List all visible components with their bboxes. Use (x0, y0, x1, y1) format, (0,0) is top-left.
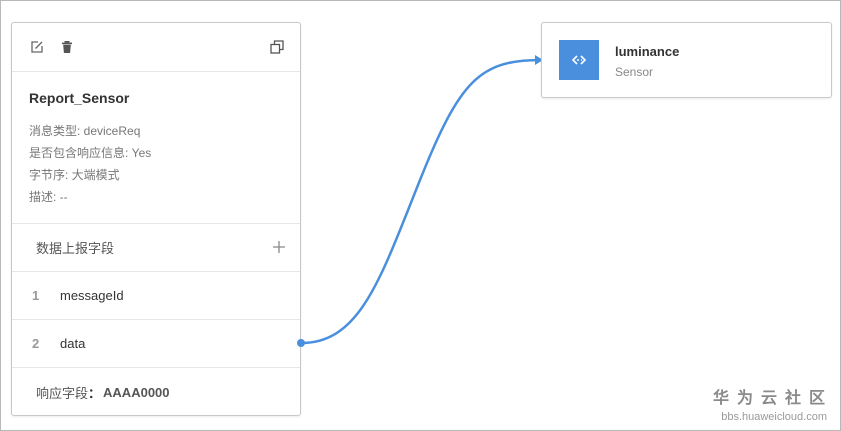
message-info: Report_Sensor 消息类型: deviceReq 是否包含响应信息: … (12, 72, 300, 224)
has-response-line: 是否包含响应信息: Yes (29, 146, 152, 160)
add-field-button[interactable] (272, 240, 286, 254)
byte-order-line: 字节序: 大端模式 (29, 168, 120, 182)
watermark: 华为云社区 bbs.huaweicloud.com (713, 384, 827, 423)
property-badge (559, 40, 599, 80)
property-service: Sensor (615, 65, 654, 79)
plus-icon (273, 241, 285, 253)
field-index: 2 (32, 336, 40, 351)
message-type-line: 消息类型: deviceReq (29, 124, 141, 138)
message-name: Report_Sensor (29, 90, 130, 106)
field-row[interactable]: 1 messageId (12, 272, 300, 320)
connector-line (300, 58, 542, 345)
response-label: 响应字段 (36, 385, 89, 401)
response-field-row: 响应字段 ： AAAA0000 (12, 368, 300, 416)
field-name: data (60, 336, 86, 351)
copy-icon[interactable] (270, 40, 284, 54)
property-card[interactable]: luminance Sensor (541, 22, 832, 98)
field-row[interactable]: 2 data (12, 320, 300, 368)
section-title: 数据上报字段 (36, 241, 115, 256)
message-card[interactable]: Report_Sensor 消息类型: deviceReq 是否包含响应信息: … (11, 22, 301, 416)
field-index: 1 (32, 288, 40, 303)
description-line: 描述: -- (29, 190, 68, 204)
delete-icon[interactable] (60, 40, 74, 54)
response-separator: ： (88, 385, 102, 401)
message-card-toolbar (12, 23, 300, 72)
field-name: messageId (60, 288, 124, 303)
response-value: AAAA0000 (103, 384, 170, 400)
watermark-url: bbs.huaweicloud.com (721, 411, 827, 423)
edit-icon[interactable] (30, 40, 44, 54)
upload-fields-header: 数据上报字段 (12, 224, 300, 272)
property-link-icon (571, 55, 587, 65)
property-name: luminance (615, 44, 680, 59)
watermark-title: 华为云社区 (712, 390, 833, 407)
